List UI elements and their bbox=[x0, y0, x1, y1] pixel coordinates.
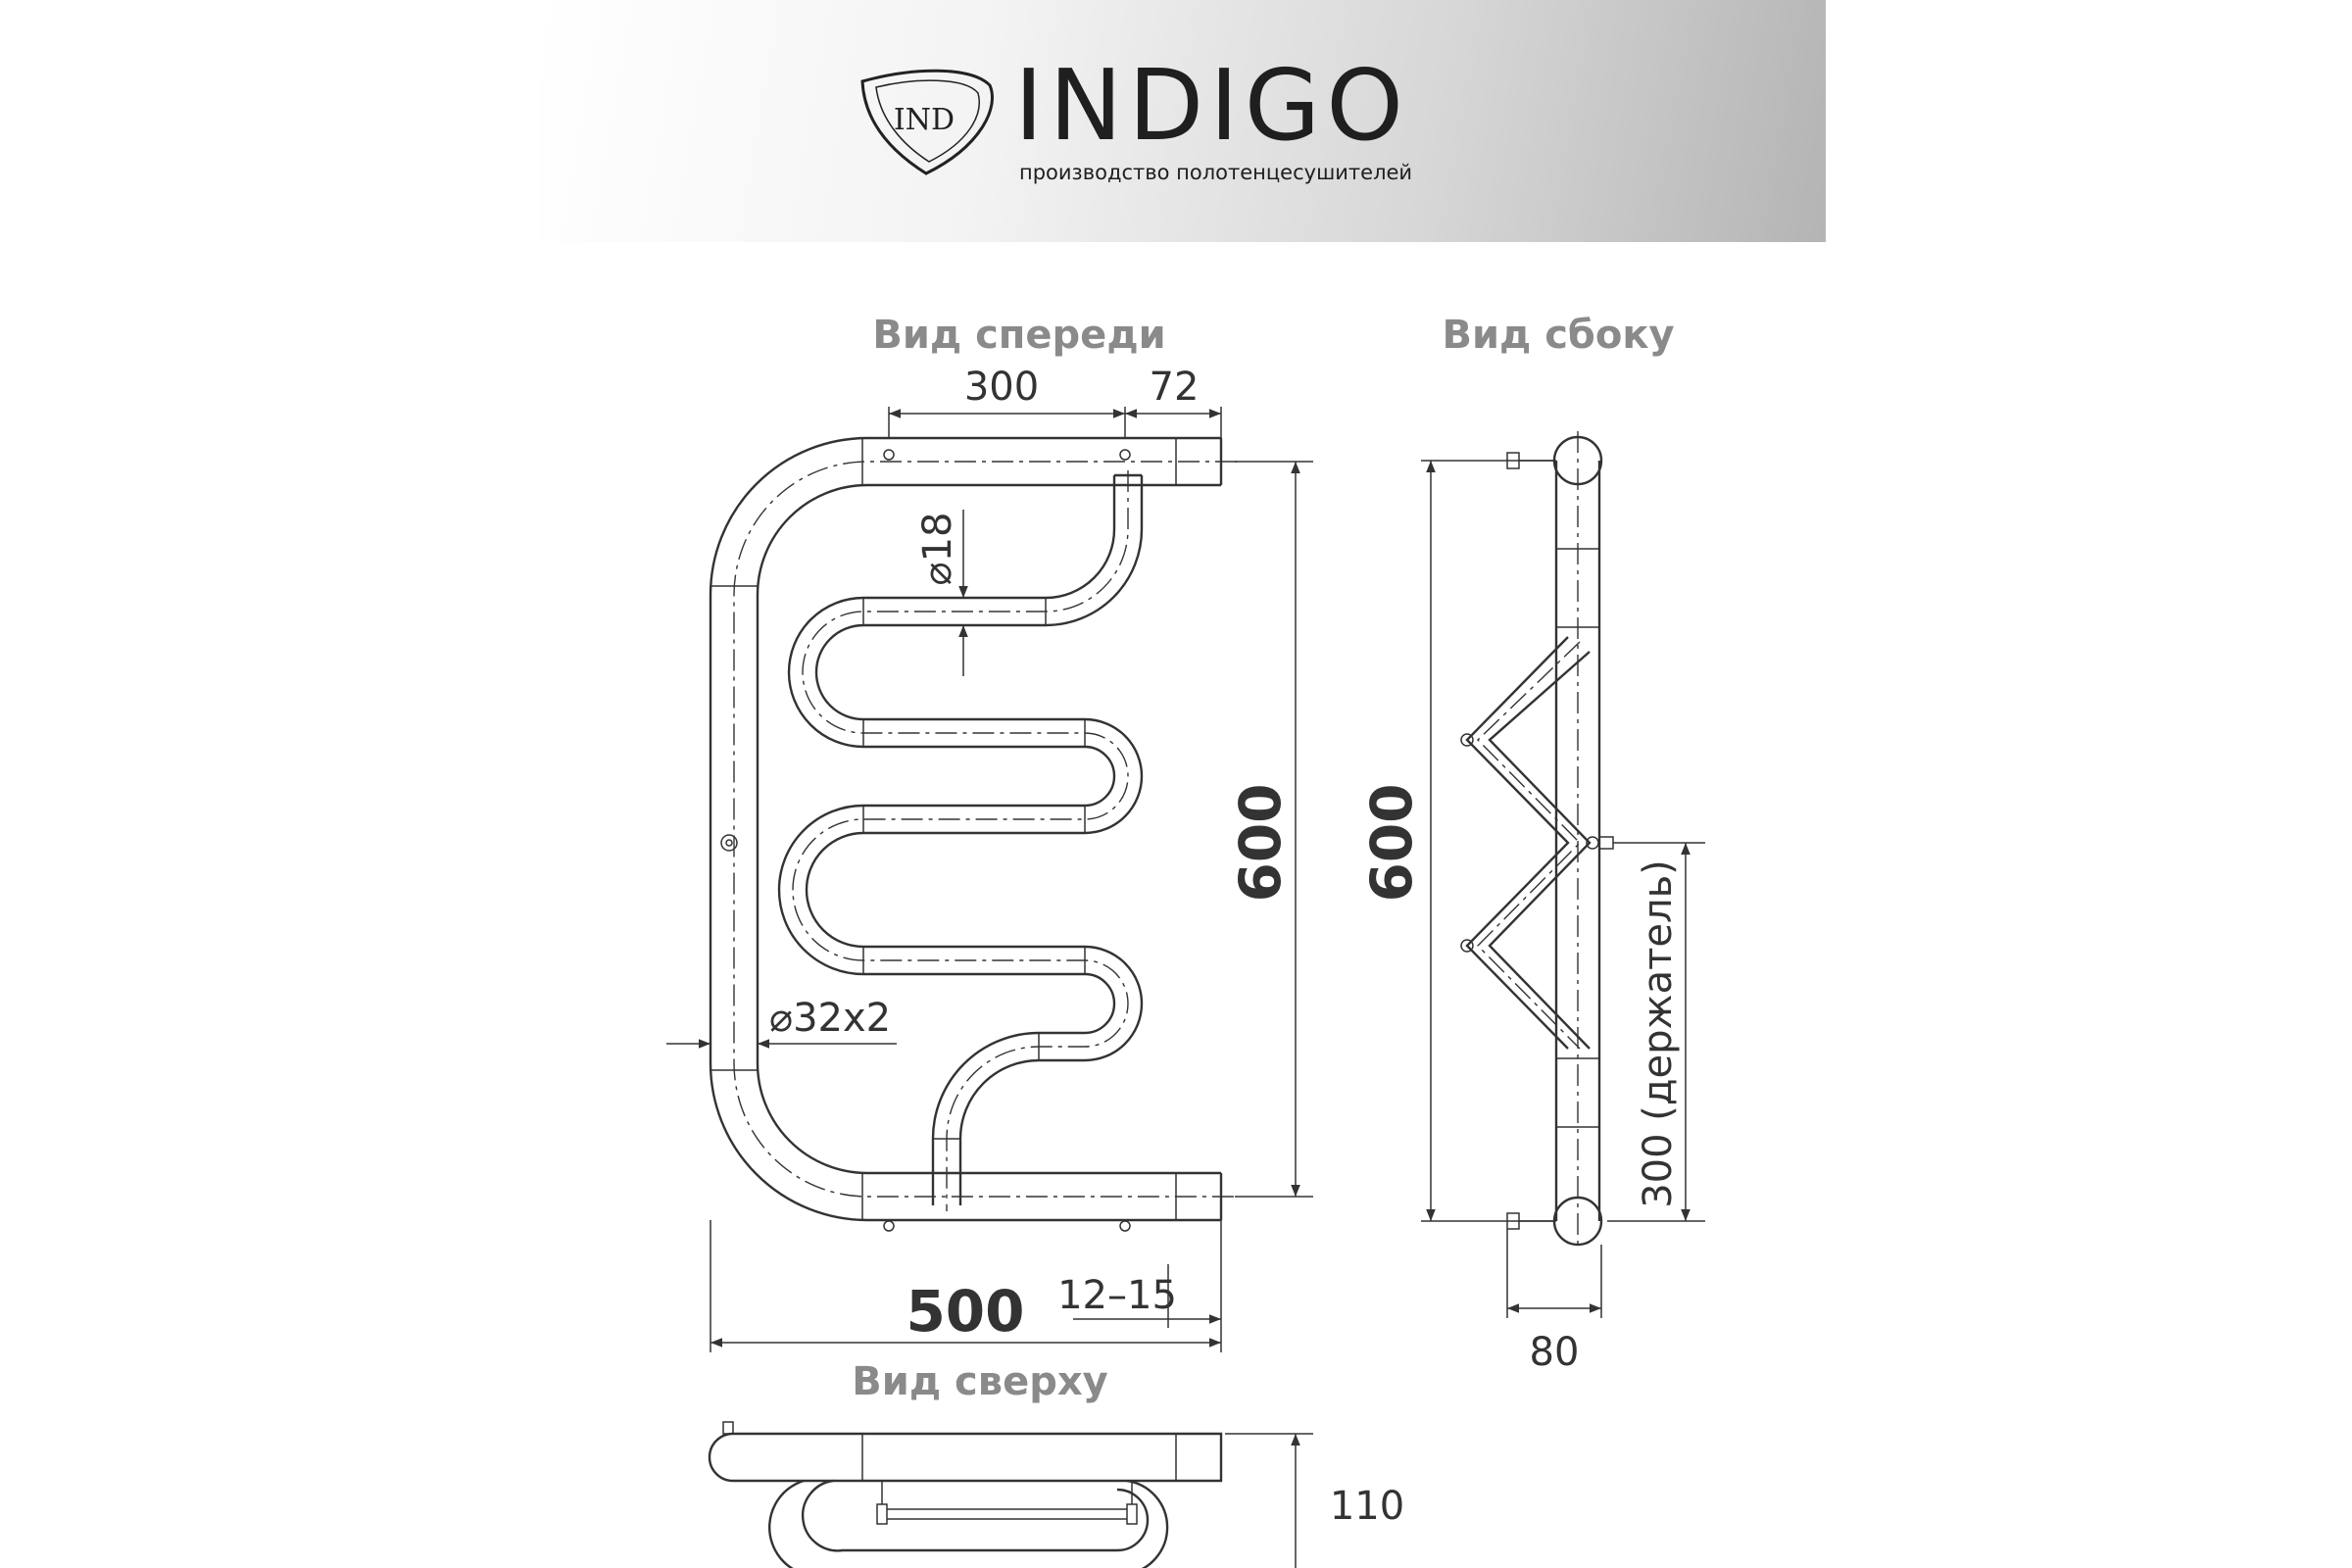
dim-small-pipe: ⌀18 bbox=[915, 513, 960, 586]
top-view: Вид сверху 110 bbox=[708, 1359, 1404, 1568]
wall-holder bbox=[1506, 452, 1614, 1230]
logo-icon: IND bbox=[860, 69, 994, 175]
dim-top-span: 300 bbox=[964, 365, 1039, 410]
side-view: Вид сбоку 600 bbox=[1358, 313, 1705, 1375]
dim-width: 500 bbox=[906, 1278, 1024, 1345]
logo-text: IND bbox=[894, 103, 955, 137]
dim-side-depth: 80 bbox=[1530, 1330, 1580, 1375]
front-view-title: Вид спереди bbox=[872, 313, 1165, 358]
dim-wall-gap: 12–15 bbox=[1057, 1273, 1177, 1318]
top-serpentine bbox=[767, 1479, 805, 1568]
mount-hole bbox=[720, 449, 1131, 1232]
brand-banner: IND INDIGO производство полотенцесушител… bbox=[539, 0, 1826, 242]
top-view-title: Вид сверху bbox=[852, 1359, 1107, 1404]
brand-name: INDIGO bbox=[1014, 48, 1409, 163]
main-tube bbox=[709, 436, 1221, 1222]
brand-tagline: производство полотенцесушителей bbox=[1019, 161, 1413, 184]
dim-front-height: 600 bbox=[1227, 783, 1294, 902]
top-main-tube bbox=[708, 1432, 1223, 1483]
side-serpentine bbox=[1465, 636, 1570, 1050]
serpentine-tube bbox=[805, 475, 1144, 1205]
dim-holder-spacing: 300 (держатель) bbox=[1636, 859, 1681, 1208]
dim-main-pipe: ⌀32x2 bbox=[769, 996, 891, 1041]
dim-top-depth: 110 bbox=[1330, 1484, 1404, 1529]
front-view: Вид спереди bbox=[666, 313, 1313, 1352]
dim-top-offset: 72 bbox=[1150, 365, 1200, 410]
side-view-title: Вид сбоку bbox=[1442, 313, 1674, 358]
dim-side-height: 600 bbox=[1358, 783, 1425, 902]
